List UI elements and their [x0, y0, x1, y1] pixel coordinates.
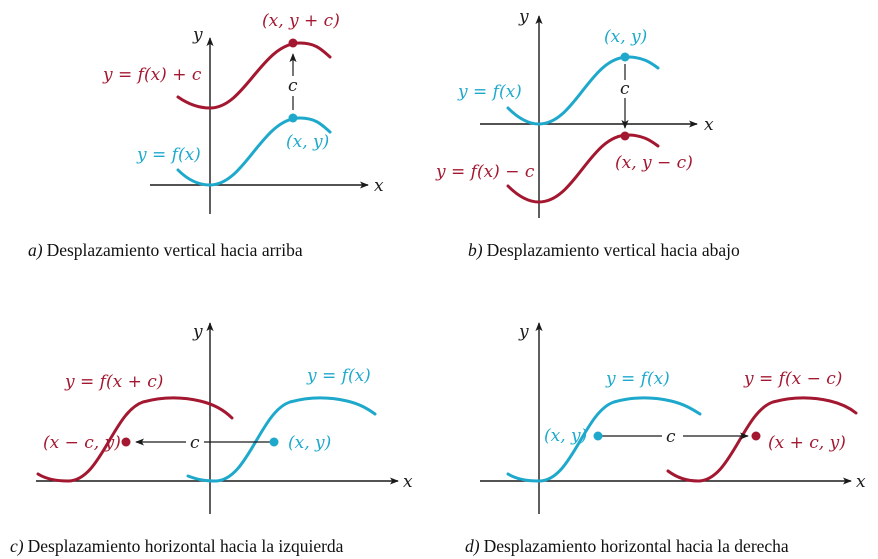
panel-b-caption-letter: b) — [468, 240, 483, 260]
panel-c-base-point-label: (x, y) — [288, 433, 331, 453]
panel-a-shifted-curve — [176, 41, 332, 110]
panel-b-base-point — [620, 52, 630, 62]
panel-c-base-curve-label: y = f(x) — [306, 366, 371, 386]
panel-a-caption-text: Desplazamiento vertical hacia arriba — [47, 240, 303, 260]
panel-d-shift-label: c — [666, 427, 676, 447]
panel-a-y-label: y — [192, 25, 203, 45]
panel-b-caption-text: Desplazamiento vertical hacia abajo — [487, 240, 740, 260]
panel-a-base-point-label: (x, y) — [286, 132, 329, 152]
panel-a-base-curve-label: y = f(x) — [136, 145, 201, 165]
panel-b-shifted-point — [620, 131, 630, 141]
panel-d-shifted-curve — [666, 396, 858, 483]
panel-c-y-label: y — [192, 322, 203, 342]
panel-d-x-label: x — [856, 472, 866, 492]
panel-a: x y c (x, y) (x, y + c) y = f(x) y = f(x… — [28, 11, 384, 260]
panel-c: x y c (x, y) (x − c, y) y = f(x) y = f(x… — [10, 322, 413, 556]
panel-c-shifted-curve — [36, 396, 234, 483]
panel-a-base-curve — [176, 116, 332, 187]
panel-a-caption-letter: a) — [28, 240, 43, 260]
panel-b-base-curve — [506, 55, 660, 126]
panel-d-y-label: y — [518, 322, 529, 342]
panel-c-caption: c)Desplazamiento horizontal hacia la izq… — [10, 536, 344, 556]
panel-c-shifted-point-label: (x − c, y) — [43, 433, 121, 453]
panel-d-base-point — [593, 431, 603, 441]
panel-d-caption: d)Desplazamiento horizontal hacia la der… — [465, 536, 789, 556]
panel-b-y-label: y — [518, 7, 529, 27]
panel-b-shifted-curve — [506, 133, 660, 204]
panel-c-caption-text: Desplazamiento horizontal hacia la izqui… — [28, 536, 344, 556]
panel-d-shifted-curve-label: y = f(x − c) — [743, 369, 842, 389]
panel-d-caption-text: Desplazamiento horizontal hacia la derec… — [484, 536, 789, 556]
panel-c-shift-label: c — [190, 433, 200, 453]
panel-d-shifted-point-label: (x + c, y) — [768, 433, 846, 453]
panel-b-base-point-label: (x, y) — [604, 27, 647, 47]
panel-a-shifted-point-label: (x, y + c) — [262, 11, 340, 31]
panel-a-caption: a)Desplazamiento vertical hacia arriba — [28, 240, 303, 260]
panel-b-shifted-curve-label: y = f(x) − c — [435, 162, 535, 182]
panel-c-base-point — [269, 437, 279, 447]
panel-c-shifted-curve-label: y = f(x + c) — [64, 372, 163, 392]
panel-d: x y c (x, y) (x + c, y) y = f(x) y = f(x… — [465, 322, 866, 556]
panel-c-shifted-point — [121, 437, 131, 447]
panel-d-base-point-label: (x, y) — [544, 426, 587, 446]
panel-b-base-curve-label: y = f(x) — [457, 82, 522, 102]
panel-b-shifted-point-label: (x, y − c) — [615, 153, 693, 173]
panel-b-shift-label: c — [620, 79, 630, 99]
panel-d-base-curve-label: y = f(x) — [605, 369, 670, 389]
panel-b-x-label: x — [704, 115, 714, 135]
panel-a-shifted-point — [288, 38, 298, 48]
panel-d-caption-letter: d) — [465, 536, 480, 556]
panel-a-shift-label: c — [288, 76, 298, 96]
panel-b-caption: b)Desplazamiento vertical hacia abajo — [468, 240, 740, 260]
panel-b: x y c (x, y) (x, y − c) y = f(x) y = f(x… — [435, 7, 740, 260]
panel-c-caption-letter: c) — [10, 536, 24, 556]
panel-a-base-point — [288, 113, 298, 123]
panel-c-x-label: x — [403, 472, 413, 492]
panel-d-base-curve — [506, 396, 702, 483]
panel-a-x-label: x — [374, 176, 384, 196]
panel-a-shifted-curve-label: y = f(x) + c — [102, 65, 202, 85]
panel-d-shifted-point — [751, 431, 761, 441]
panel-c-base-curve — [186, 396, 377, 483]
